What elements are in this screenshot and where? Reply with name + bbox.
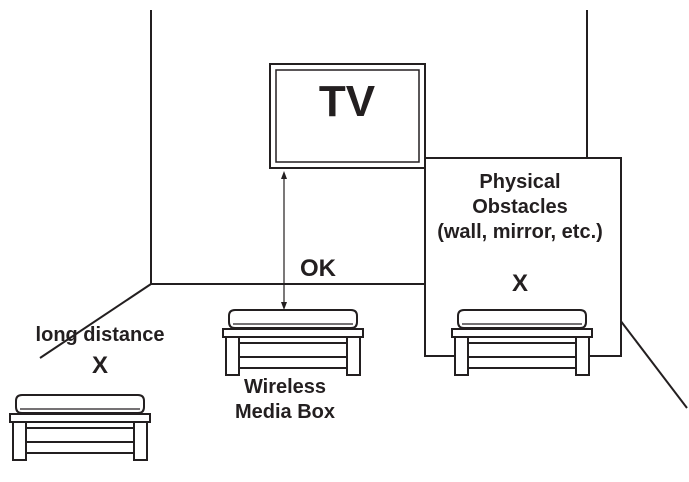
long-distance-x-mark: X <box>91 352 108 379</box>
media-box-obstacle <box>451 309 593 376</box>
obstacles-line-2: Obstacles <box>472 196 568 218</box>
media-box-label-line-1: Wireless <box>243 376 327 398</box>
floor-left-edge <box>39 283 152 359</box>
obstacles-x-mark: X <box>511 270 528 297</box>
media-box-center <box>222 309 364 376</box>
long-distance-label: long distance <box>35 324 165 346</box>
tv-label: TV <box>318 77 376 126</box>
obstacles-line-3: (wall, mirror, etc.) <box>437 221 603 243</box>
obstacles-line-1: Physical <box>479 171 561 193</box>
media-box-label-line-2: Media Box <box>234 401 336 423</box>
media-box-label: Wireless Media Box <box>210 375 360 425</box>
floor-right-edge <box>619 319 688 409</box>
tv-icon <box>269 63 426 169</box>
connection-arrow <box>281 171 287 310</box>
ok-label: OK <box>300 255 336 282</box>
media-box-far <box>9 394 151 461</box>
obstacles-label: Physical Obstacles (wall, mirror, etc.) <box>420 170 620 245</box>
